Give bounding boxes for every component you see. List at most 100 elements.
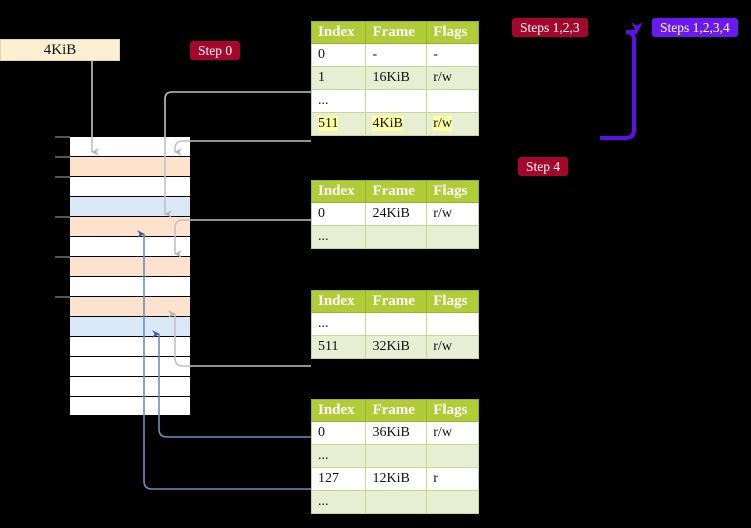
table-cell: r/w <box>426 421 479 445</box>
table-cell: r/w <box>426 335 479 359</box>
table-cell: 12KiB <box>365 467 428 491</box>
memory-tick-mark <box>55 156 70 158</box>
memory-frame-row <box>70 236 190 256</box>
table-cell <box>365 444 428 468</box>
memory-frame-row <box>70 316 190 336</box>
memory-frame-row <box>70 216 190 236</box>
table-cell: 24KiB <box>365 202 428 226</box>
highlighted-value: 511 <box>318 116 339 131</box>
column-header-index: Index <box>310 180 367 203</box>
memory-frame-row <box>70 296 190 316</box>
column-header-frame: Frame <box>365 21 428 44</box>
memory-frame-row <box>70 196 190 216</box>
column-header-index: Index <box>310 399 367 422</box>
column-header-frame: Frame <box>365 290 428 313</box>
table-cell: 1 <box>310 66 367 90</box>
table-cell: r/w <box>426 202 479 226</box>
column-header-frame: Frame <box>365 180 428 203</box>
column-header-flags: Flags <box>426 21 479 44</box>
table-row: ... <box>310 89 479 113</box>
table-cell <box>365 312 428 336</box>
table-cell: 0 <box>310 43 367 67</box>
badge-steps-1234: Steps 1,2,3,4 <box>652 18 738 37</box>
badge-steps-1234-wrap: Steps 1,2,3,4 <box>652 18 738 37</box>
badge-step-0: Step 0 <box>190 41 241 60</box>
memory-tick-mark <box>55 136 70 138</box>
table-cell: 4KiB <box>365 112 428 136</box>
highlighted-value: r/w <box>433 116 452 131</box>
table-row: ... <box>310 225 479 249</box>
table-cell <box>365 490 428 514</box>
memory-frame-row <box>70 396 190 416</box>
table-cell <box>426 89 479 113</box>
table-row: ... <box>310 490 479 514</box>
memory-size-label: 4KiB <box>43 41 77 58</box>
table-row: ... <box>310 312 479 336</box>
memory-frame-row <box>70 256 190 276</box>
table-cell: - <box>426 43 479 67</box>
table-cell <box>426 444 479 468</box>
table-cell: 36KiB <box>365 421 428 445</box>
table-cell: ... <box>310 312 367 336</box>
table-cell <box>365 225 428 249</box>
table-cell: ... <box>310 490 367 514</box>
badge-steps-123-wrap: Steps 1,2,3 <box>512 18 588 37</box>
column-header-index: Index <box>310 290 367 313</box>
memory-tick-mark <box>55 216 70 218</box>
table-cell: r/w <box>426 66 479 90</box>
table-cell <box>365 89 428 113</box>
arrow-t2row0-to-memory <box>174 219 311 258</box>
memory-frame-row <box>70 136 190 156</box>
table-row: ... <box>310 444 479 468</box>
table-cell: 511 <box>310 335 367 359</box>
table-cell: - <box>365 43 428 67</box>
badge-steps-123: Steps 1,2,3 <box>512 18 588 37</box>
memory-frame-row <box>70 276 190 296</box>
badge-step-0-wrap: Step 0 <box>190 41 241 60</box>
table-cell: 127 <box>310 467 367 491</box>
table-cell: ... <box>310 225 367 249</box>
column-header-flags: Flags <box>426 180 479 203</box>
memory-frame-row <box>70 156 190 176</box>
arrow-t1row511-to-memory <box>174 140 311 156</box>
memory-frame-row <box>70 376 190 396</box>
table-cell: r <box>426 467 479 491</box>
memory-tick-mark <box>55 176 70 178</box>
arrow-steps-loop <box>600 22 643 140</box>
table-cell <box>426 312 479 336</box>
table-cell: ... <box>310 444 367 468</box>
arrow-t3row511-to-memory <box>168 310 311 367</box>
badge-step-4: Step 4 <box>518 157 569 176</box>
memory-frame-row <box>70 336 190 356</box>
table-cell: 0 <box>310 421 367 445</box>
column-header-frame: Frame <box>365 399 428 422</box>
column-header-flags: Flags <box>426 399 479 422</box>
table-cell <box>426 490 479 514</box>
highlighted-value: 4KiB <box>372 116 403 131</box>
table-cell: 16KiB <box>365 66 428 90</box>
physical-memory-column <box>55 136 190 416</box>
memory-size-box: 4KiB <box>0 39 120 61</box>
memory-tick-mark <box>55 296 70 298</box>
table-cell: ... <box>310 89 367 113</box>
memory-frame-row <box>70 176 190 196</box>
table-cell: 0 <box>310 202 367 226</box>
table-cell: 32KiB <box>365 335 428 359</box>
table-cell <box>426 225 479 249</box>
table-cell: 511 <box>310 112 367 136</box>
table-row: 511 4KiB r/w <box>310 112 479 136</box>
memory-frame-row <box>70 356 190 376</box>
column-header-index: Index <box>310 21 367 44</box>
